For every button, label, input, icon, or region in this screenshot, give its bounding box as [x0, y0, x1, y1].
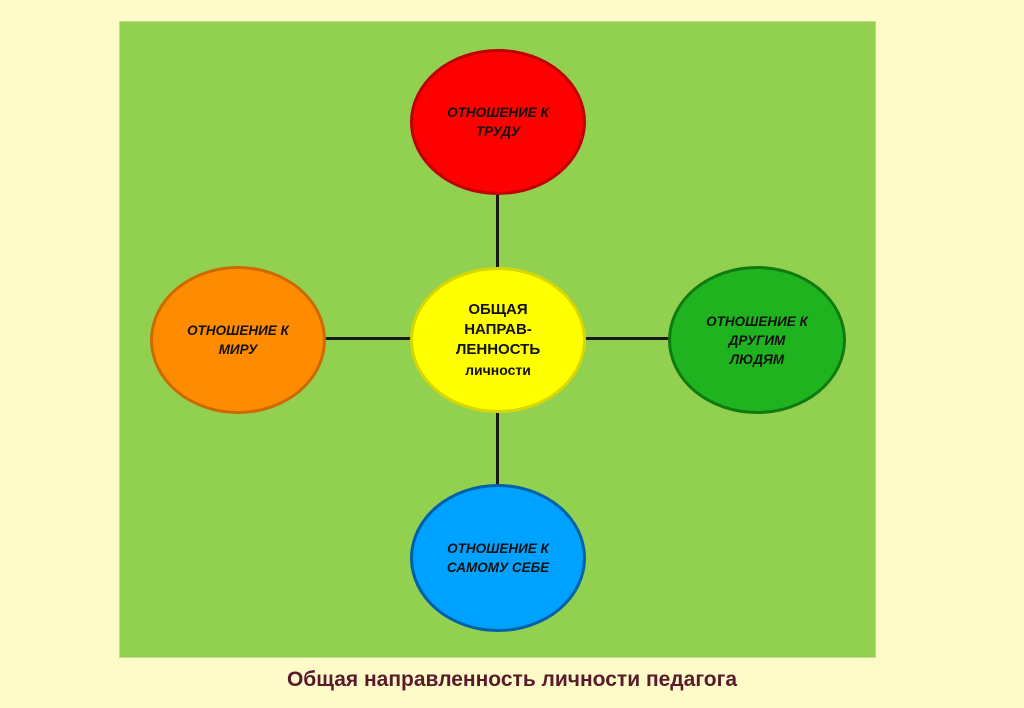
connector-bottom — [496, 410, 499, 488]
node-right-line3: ЛЮДЯМ — [729, 351, 785, 367]
slide-caption: Общая направленность личности педагога — [286, 668, 738, 691]
node-right-line1: ОТНОШЕНИЕ К — [706, 313, 808, 329]
node-attitude-to-work-label: ОТНОШЕНИЕ К ТРУДУ — [429, 103, 567, 141]
center-line3: ЛЕННОСТЬ — [455, 341, 541, 358]
node-attitude-to-other-people: ОТНОШЕНИЕ К ДРУГИМ ЛЮДЯМ — [668, 266, 846, 414]
node-attitude-to-world-label: ОТНОШЕНИЕ К МИРУ — [169, 321, 307, 359]
node-attitude-to-other-people-label: ОТНОШЕНИЕ К ДРУГИМ ЛЮДЯМ — [688, 312, 826, 369]
connector-left — [324, 337, 412, 340]
node-attitude-to-work: ОТНОШЕНИЕ К ТРУДУ — [410, 49, 586, 195]
connector-right — [584, 337, 670, 340]
node-general-orientation: ОБЩАЯ НАПРАВ- ЛЕННОСТЬ личности — [410, 267, 586, 413]
center-line4: личности — [465, 362, 531, 378]
center-line2: НАПРАВ- — [464, 321, 532, 338]
node-top-line1: ОТНОШЕНИЕ К — [447, 105, 549, 120]
node-attitude-to-oneself: ОТНОШЕНИЕ К САМОМУ СЕБЕ — [410, 484, 586, 632]
node-bottom-line2: САМОМУ СЕБЕ — [446, 560, 550, 575]
node-left-line1: ОТНОШЕНИЕ К — [187, 323, 289, 338]
node-general-orientation-label: ОБЩАЯ НАПРАВ- ЛЕННОСТЬ личности — [456, 300, 540, 380]
node-attitude-to-world: ОТНОШЕНИЕ К МИРУ — [150, 266, 326, 414]
node-top-line2: ТРУДУ — [475, 124, 521, 139]
center-line1: ОБЩАЯ — [468, 301, 528, 318]
node-attitude-to-oneself-label: ОТНОШЕНИЕ К САМОМУ СЕБЕ — [429, 539, 567, 577]
connector-top — [496, 193, 499, 269]
node-right-line2: ДРУГИМ — [728, 332, 786, 348]
node-left-line2: МИРУ — [218, 342, 258, 357]
node-bottom-line1: ОТНОШЕНИЕ К — [447, 541, 549, 556]
